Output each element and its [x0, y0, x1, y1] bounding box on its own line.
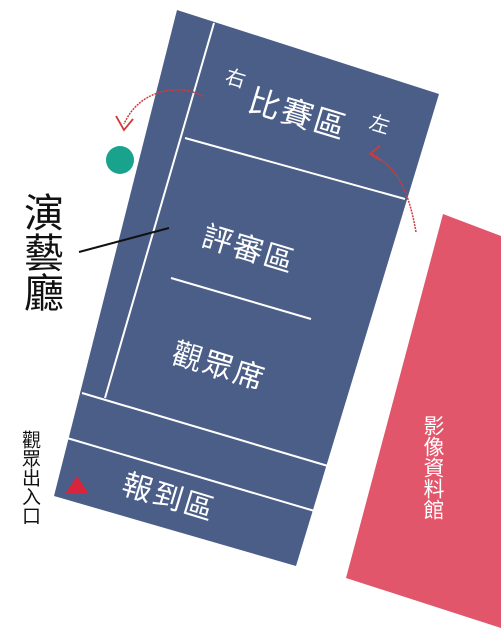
- hall-name-label: 演藝廳: [17, 192, 63, 312]
- competition-divider: [184, 137, 406, 200]
- entrance-triangle-icon: [65, 476, 89, 494]
- hall-dividers: [66, 22, 406, 513]
- side-aisle-line: [104, 22, 215, 399]
- judges-divider: [170, 277, 312, 320]
- registration-divider: [66, 437, 319, 513]
- audience-divider: [81, 392, 329, 467]
- curved-arrow-right-icon: [368, 145, 417, 233]
- archive-building: [346, 214, 501, 628]
- curved-arrow-left-icon: [115, 89, 204, 132]
- main-hall: [54, 10, 439, 566]
- teal-circle-marker: [106, 146, 134, 174]
- hall-pointer-line: [78, 227, 170, 253]
- entrance-label: 觀眾出入口: [19, 430, 41, 525]
- archive-label: 影像資料館: [421, 415, 445, 520]
